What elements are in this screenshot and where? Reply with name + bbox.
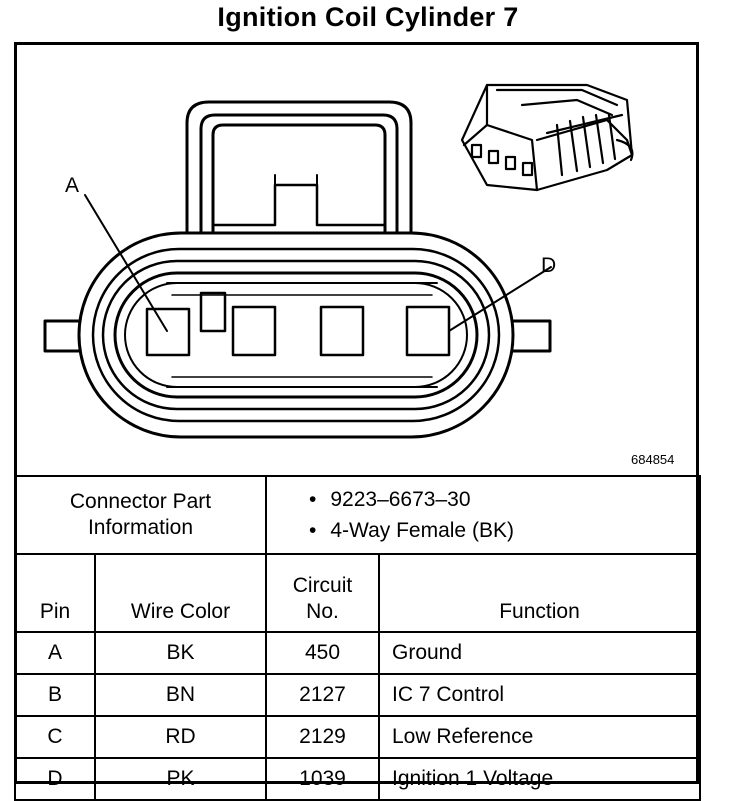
circuit-cell: 2127	[265, 673, 380, 717]
header-circuit: Circuit No.	[265, 553, 380, 633]
leader-line-a	[84, 194, 168, 332]
connector-part-label-line2: Information	[87, 516, 194, 539]
part-number: 9223–6673–30	[309, 484, 699, 515]
function-cell: Ignition 1 Voltage	[377, 757, 702, 801]
circuit-cell: 1039	[265, 757, 380, 801]
label-a: A	[65, 174, 79, 197]
figure-number: 684854	[631, 452, 675, 467]
circuit-cell: 2129	[265, 715, 380, 759]
connector-diagram: A D	[17, 45, 696, 476]
leader-line-d	[448, 266, 552, 332]
function-cell: IC 7 Control	[377, 673, 702, 717]
table-row: A BK 450 Ground	[14, 631, 702, 675]
locking-tab	[185, 100, 413, 246]
connector-info-table: Connector Part Information 9223–6673–30 …	[14, 475, 702, 801]
table-row: C RD 2129 Low Reference	[14, 715, 702, 759]
header-function: Function	[377, 553, 702, 633]
pin-cell: B	[14, 673, 96, 717]
connector-perspective-sketch	[460, 83, 634, 192]
connector-body	[77, 231, 515, 439]
table-header-row: Pin Wire Color Circuit No. Function	[14, 553, 702, 633]
function-cell: Low Reference	[377, 715, 702, 759]
connector-part-label: Connector Part Information	[14, 475, 267, 555]
wire-color-cell: BK	[94, 631, 267, 675]
pin-cell: C	[14, 715, 96, 759]
terminal-a	[145, 307, 191, 357]
header-wire-color: Wire Color	[94, 553, 267, 633]
page-title: Ignition Coil Cylinder 7	[217, 2, 519, 32]
connector-part-details: 9223–6673–30 4-Way Female (BK)	[264, 475, 702, 555]
header-circuit-line2: No.	[306, 600, 339, 623]
circuit-cell: 450	[265, 631, 380, 675]
connector-description-text: 4-Way Female (BK)	[330, 519, 514, 542]
wire-color-cell: BN	[94, 673, 267, 717]
label-d: D	[541, 254, 556, 277]
pin-cell: D	[14, 757, 96, 801]
part-number-text: 9223–6673–30	[330, 488, 471, 511]
connector-description: 4-Way Female (BK)	[309, 515, 699, 546]
header-circuit-line1: Circuit	[292, 574, 353, 597]
key-slot	[199, 291, 227, 333]
wire-color-cell: PK	[94, 757, 267, 801]
table-row: D PK 1039 Ignition 1 Voltage	[14, 757, 702, 801]
table-row: B BN 2127 IC 7 Control	[14, 673, 702, 717]
terminal-b	[231, 305, 277, 357]
terminal-c	[319, 305, 365, 357]
connector-part-label-line1: Connector Part	[69, 490, 212, 513]
header-pin: Pin	[14, 553, 96, 633]
connector-part-row: Connector Part Information 9223–6673–30 …	[14, 475, 702, 555]
function-cell: Ground	[377, 631, 702, 675]
pin-cell: A	[14, 631, 96, 675]
wire-color-cell: RD	[94, 715, 267, 759]
